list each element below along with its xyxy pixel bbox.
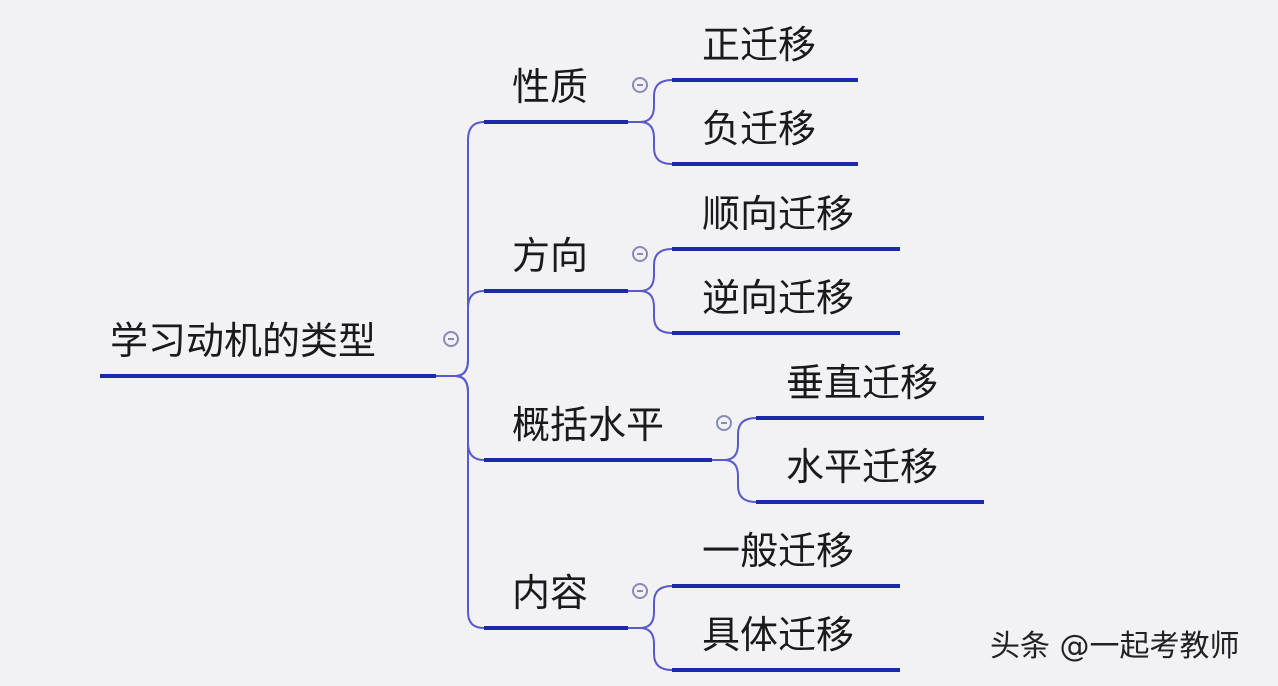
- branch-connector-1: [628, 79, 673, 123]
- root-connector-2: [454, 290, 485, 377]
- branch-connector-2b: [639, 290, 673, 334]
- leaf-node-2a: 顺向迁移: [702, 192, 855, 236]
- collapse-icon[interactable]: [632, 583, 648, 599]
- branch-node-4: 内容: [512, 571, 589, 615]
- leaf-node-3a: 垂直迁移: [786, 361, 939, 405]
- root-node: 学习动机的类型: [110, 319, 377, 363]
- leaf-node-1a: 正迁移: [702, 23, 817, 67]
- branch-connector-2: [628, 248, 673, 292]
- branch-node-1: 性质: [512, 65, 589, 109]
- branch-connector-3b: [723, 459, 757, 503]
- branch-connector-3: [712, 417, 757, 461]
- branch-node-3: 概括水平: [512, 403, 665, 447]
- leaf-node-4a: 一般迁移: [702, 529, 855, 573]
- watermark: 头条 @一起考教师: [990, 629, 1240, 664]
- leaf-node-2b: 逆向迁移: [702, 276, 855, 320]
- leaf-node-3b: 水平迁移: [786, 445, 939, 489]
- branch-connector-4b: [639, 627, 673, 671]
- leaf-node-1b: 负迁移: [702, 107, 817, 151]
- collapse-icon[interactable]: [632, 246, 648, 262]
- collapse-icon[interactable]: [443, 331, 459, 347]
- branch-connector-1b: [639, 121, 673, 165]
- branch-node-2: 方向: [512, 234, 589, 278]
- collapse-icon[interactable]: [716, 415, 732, 431]
- collapse-icon[interactable]: [632, 77, 648, 93]
- leaf-node-4b: 具体迁移: [702, 613, 855, 657]
- root-connector-4: [454, 375, 485, 629]
- branch-connector-4: [628, 585, 673, 629]
- root-connector-3: [454, 375, 485, 461]
